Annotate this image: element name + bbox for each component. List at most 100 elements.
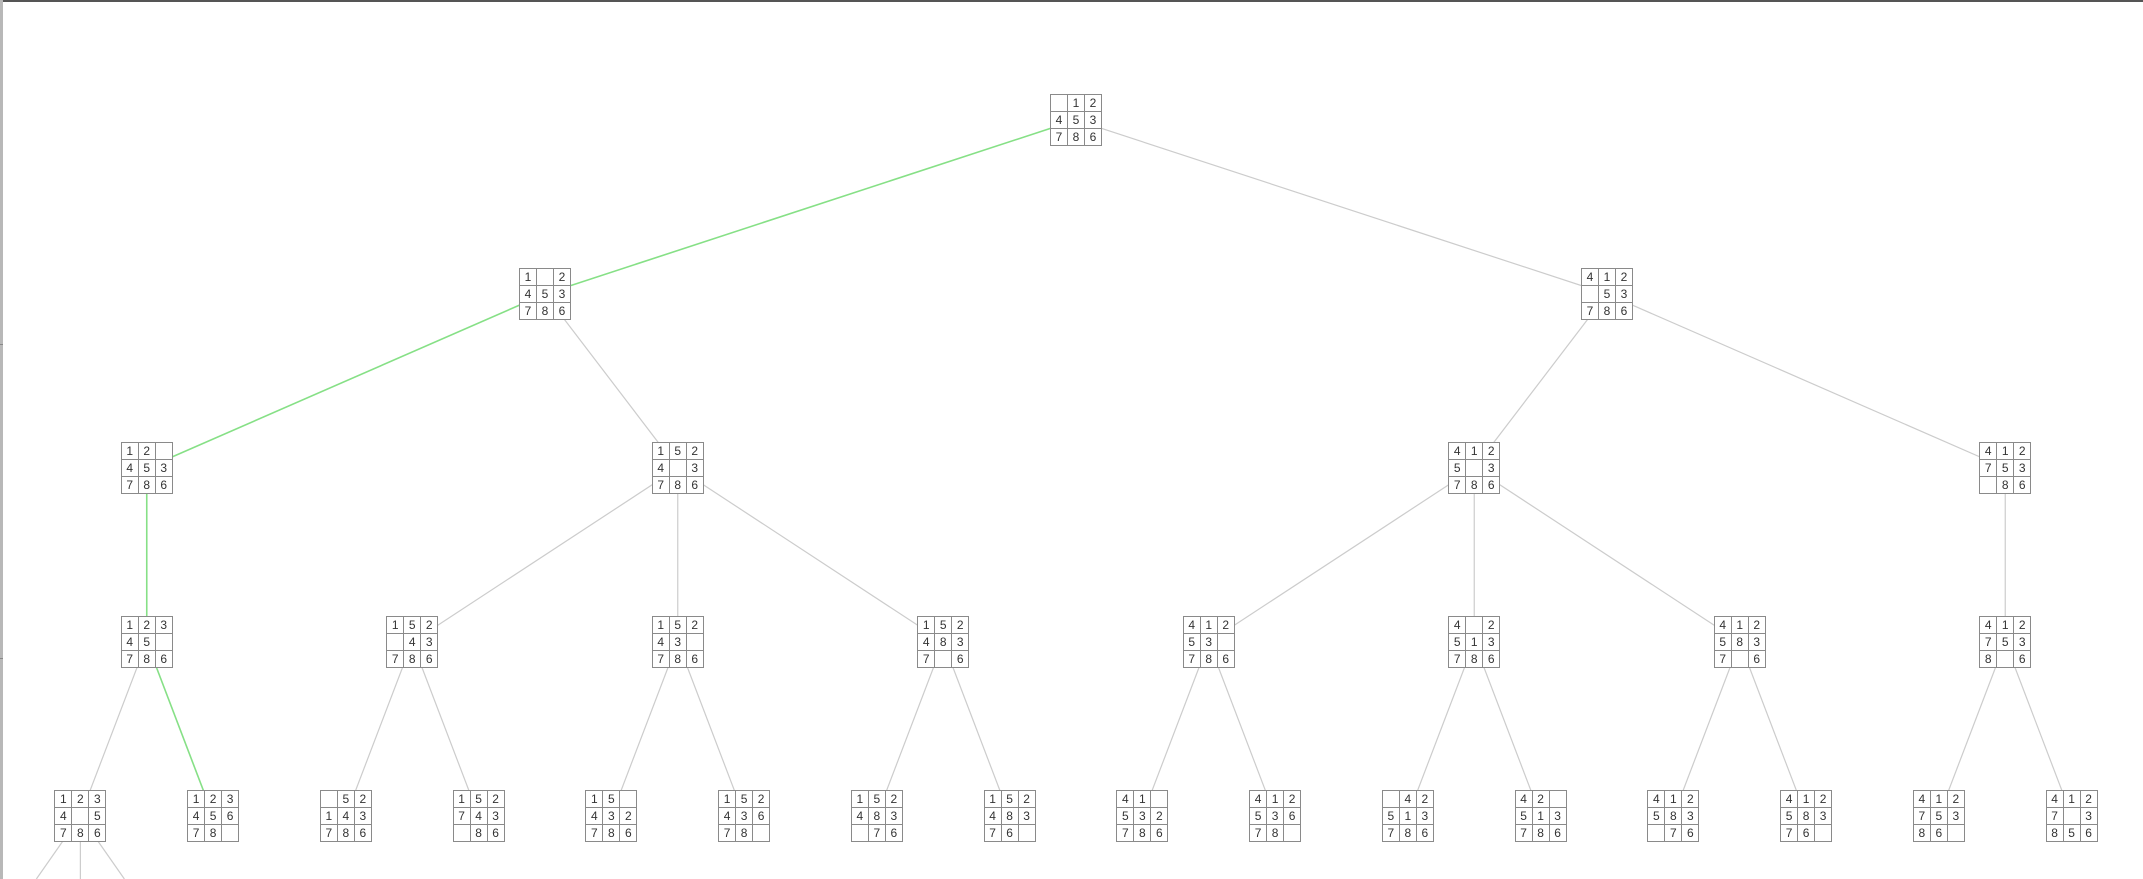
puzzle-blank-cell <box>1582 286 1599 303</box>
puzzle-tile: 1 <box>984 791 1002 808</box>
puzzle-tile: 3 <box>2080 808 2098 825</box>
puzzle-tile: 6 <box>155 477 173 494</box>
puzzle-tile: 6 <box>753 808 771 825</box>
puzzle-tile: 6 <box>89 825 107 842</box>
puzzle-tile: 3 <box>1682 808 1700 825</box>
puzzle-tile: 2 <box>686 443 704 460</box>
puzzle-tile: 7 <box>652 651 670 668</box>
puzzle-tile: 4 <box>1051 112 1068 129</box>
puzzle-tile: 3 <box>155 617 173 634</box>
puzzle-tile: 4 <box>188 808 206 825</box>
solution-edge <box>146 293 546 469</box>
puzzle-tile: 8 <box>669 477 687 494</box>
puzzle-tile: 7 <box>868 825 886 842</box>
puzzle-tile: 8 <box>1001 808 1019 825</box>
puzzle-tile: 2 <box>1748 617 1766 634</box>
puzzle-tile: 3 <box>1134 808 1152 825</box>
puzzle-tile: 7 <box>387 651 405 668</box>
puzzle-blank-cell <box>155 634 173 651</box>
puzzle-tile: 6 <box>2080 825 2098 842</box>
puzzle-blank-cell <box>1947 825 1965 842</box>
puzzle-tile: 7 <box>1117 825 1135 842</box>
puzzle-tile: 7 <box>984 825 1002 842</box>
puzzle-tile: 6 <box>554 303 571 320</box>
puzzle-tile: 6 <box>1483 651 1501 668</box>
puzzle-blank-cell <box>1997 651 2015 668</box>
puzzle-tile: 5 <box>935 617 953 634</box>
puzzle-tile: 8 <box>1466 477 1484 494</box>
puzzle-tile: 8 <box>1267 825 1285 842</box>
puzzle-tile: 3 <box>885 808 903 825</box>
puzzle-tile: 7 <box>652 477 670 494</box>
puzzle-blank-cell <box>1549 791 1567 808</box>
puzzle-tile: 5 <box>138 460 156 477</box>
puzzle-tile: 5 <box>537 286 554 303</box>
puzzle-tile: 2 <box>421 617 439 634</box>
puzzle-tile: 4 <box>1117 791 1135 808</box>
puzzle-tile: 7 <box>1980 460 1998 477</box>
puzzle-blank-cell <box>620 791 638 808</box>
puzzle-tile: 6 <box>885 825 903 842</box>
puzzle-tile: 4 <box>55 808 73 825</box>
puzzle-tile: 7 <box>1250 825 1268 842</box>
puzzle-blank-cell <box>1284 825 1302 842</box>
puzzle-tile: 1 <box>1466 634 1484 651</box>
puzzle-tile: 2 <box>487 791 505 808</box>
puzzle-tile: 8 <box>470 825 488 842</box>
puzzle-tile: 5 <box>1382 808 1400 825</box>
window-left-scrollbar[interactable] <box>0 0 3 879</box>
puzzle-tile: 3 <box>554 286 571 303</box>
puzzle-tile: 1 <box>1200 617 1218 634</box>
puzzle-tile: 8 <box>404 651 422 668</box>
tree-edge <box>79 641 148 817</box>
puzzle-tile: 7 <box>121 651 139 668</box>
tree-edge <box>1141 641 1210 817</box>
puzzle-blank-cell <box>155 443 173 460</box>
tree-edge <box>544 293 679 469</box>
tree-edge <box>876 641 944 817</box>
puzzle-tile: 4 <box>1582 269 1599 286</box>
puzzle-tile: 2 <box>753 791 771 808</box>
puzzle-tile: 6 <box>1151 825 1169 842</box>
puzzle-blank-cell <box>537 269 554 286</box>
puzzle-tile: 8 <box>736 825 754 842</box>
puzzle-tile: 7 <box>55 825 73 842</box>
tree-edge <box>610 641 679 817</box>
puzzle-tile: 1 <box>121 617 139 634</box>
puzzle-tile: 5 <box>1250 808 1268 825</box>
puzzle-tile: 3 <box>89 791 107 808</box>
puzzle-blank-cell <box>1382 791 1400 808</box>
puzzle-tile: 6 <box>1616 303 1633 320</box>
tree-edge <box>1938 641 2006 817</box>
puzzle-tile: 5 <box>669 443 687 460</box>
puzzle-tile: 6 <box>1798 825 1816 842</box>
puzzle-tile: 5 <box>1183 634 1201 651</box>
puzzle-tile: 2 <box>72 791 90 808</box>
puzzle-tile: 5 <box>205 808 223 825</box>
puzzle-blank-cell <box>1466 460 1484 477</box>
puzzle-blank-cell <box>1815 825 1833 842</box>
puzzle-tile: 1 <box>1997 443 2015 460</box>
puzzle-tile: 1 <box>55 791 73 808</box>
puzzle-tile: 6 <box>2014 651 2032 668</box>
puzzle-tile: 4 <box>652 460 670 477</box>
tree-edge <box>1473 641 1542 817</box>
puzzle-tile: 3 <box>155 460 173 477</box>
puzzle-tile: 7 <box>719 825 737 842</box>
puzzle-tile: 3 <box>1815 808 1833 825</box>
puzzle-tile: 6 <box>421 651 439 668</box>
tree-edge <box>1606 293 2006 469</box>
puzzle-tile: 5 <box>138 634 156 651</box>
